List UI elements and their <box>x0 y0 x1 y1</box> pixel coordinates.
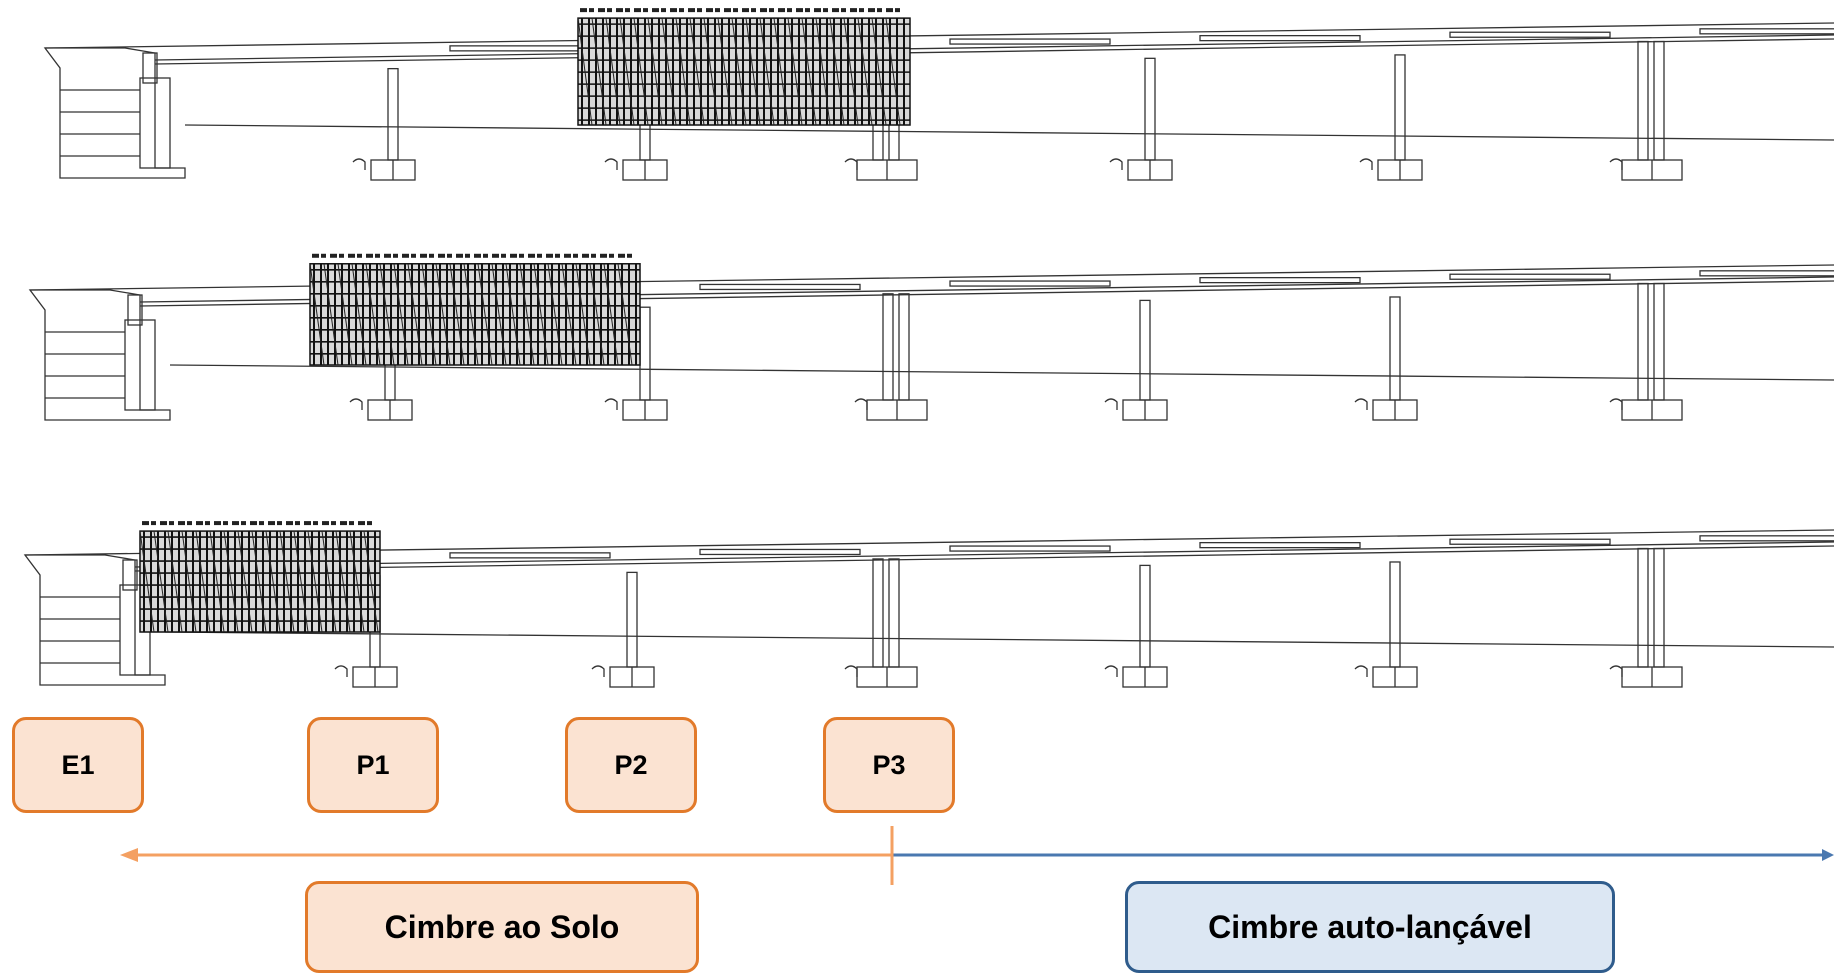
pier-label-p1: P1 <box>307 717 439 813</box>
self-launching-arrow-head <box>1822 849 1834 861</box>
ground-scaffolding-label: Cimbre ao Solo <box>305 881 699 973</box>
bridge-stage-3 <box>23 521 1834 688</box>
bridge-stage-2 <box>28 253 1834 421</box>
pier-label-p2: P2 <box>565 717 697 813</box>
bridge-stage-1 <box>43 8 1834 181</box>
self-launching-scaffolding-label: Cimbre auto-lançável <box>1125 881 1615 973</box>
ground-arrow-head <box>120 848 138 862</box>
pier-label-e1: E1 <box>12 717 144 813</box>
pier-label-p3: P3 <box>823 717 955 813</box>
